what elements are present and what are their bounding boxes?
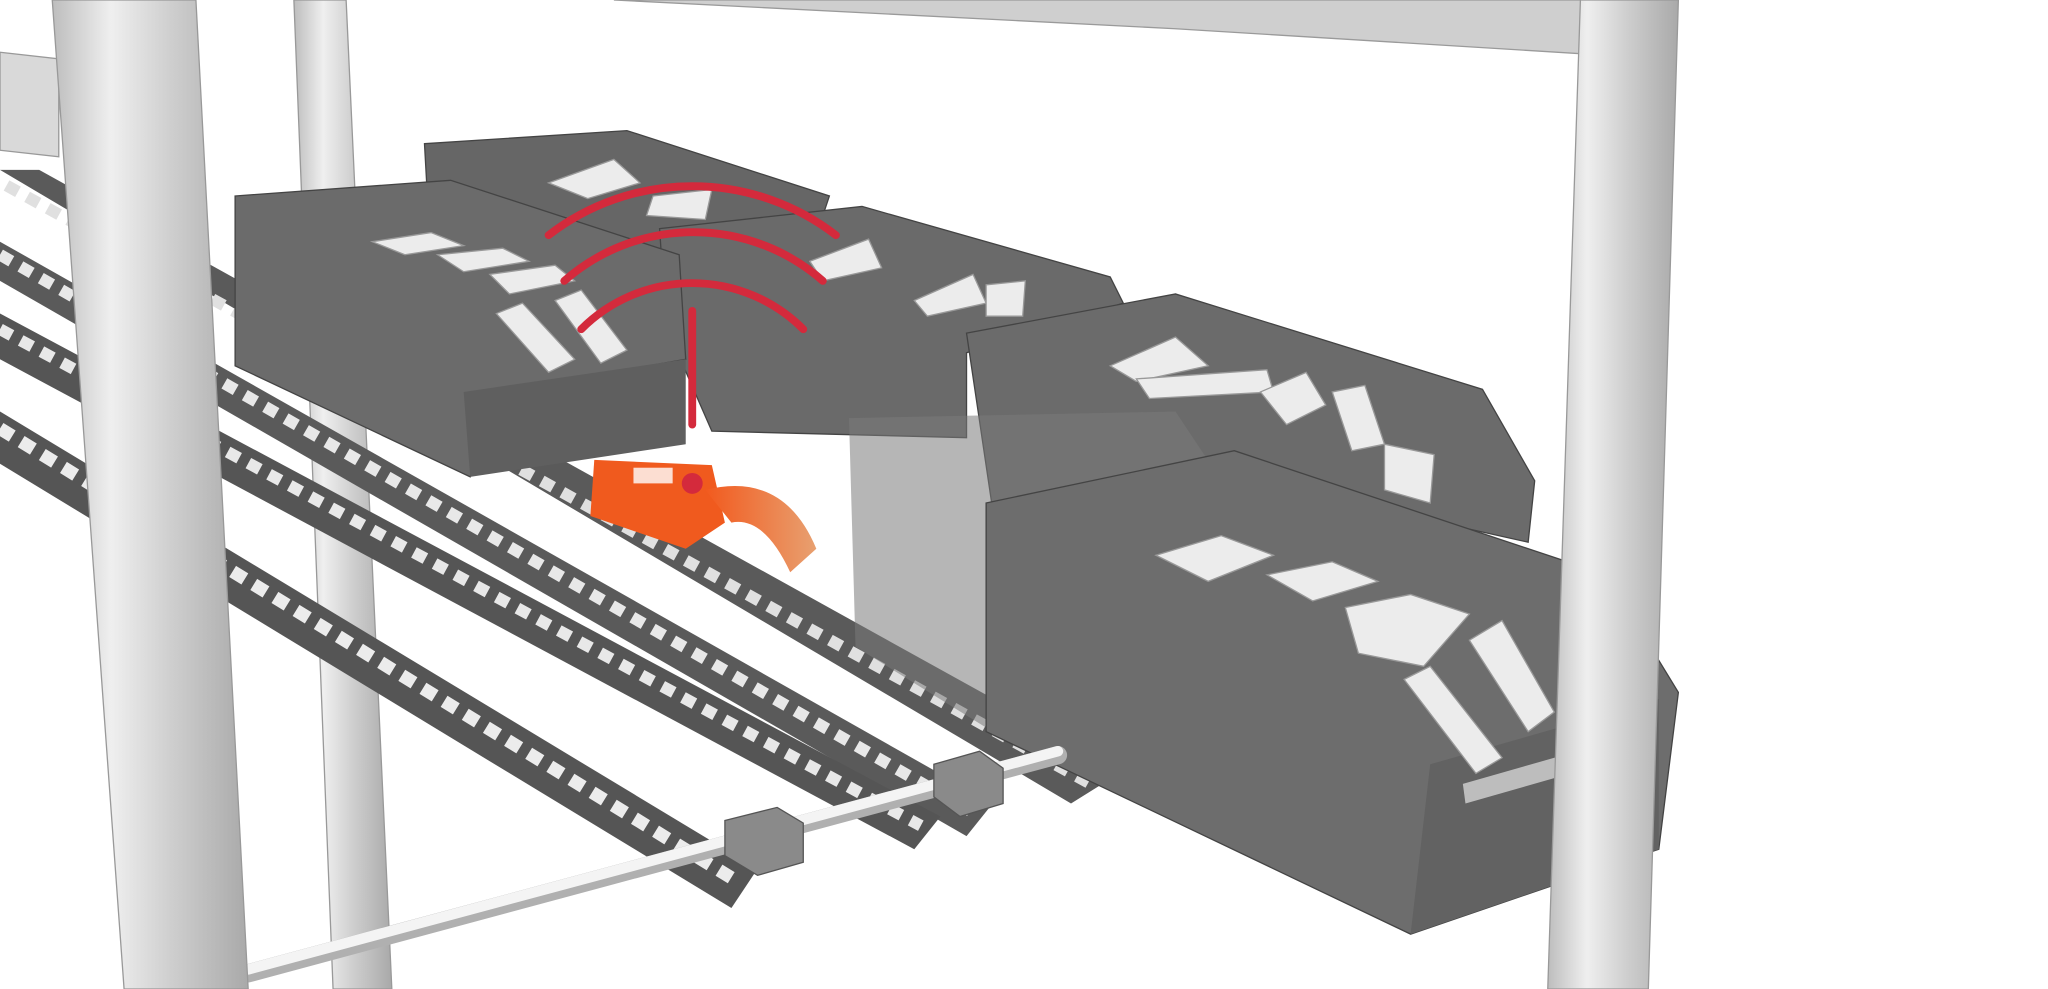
part xyxy=(435,247,532,273)
part xyxy=(1259,371,1327,426)
front-rod-highlight xyxy=(242,745,1064,975)
sensor-tag-icon xyxy=(590,459,817,573)
sensor-hook xyxy=(705,486,817,573)
bin-back-mid xyxy=(658,205,1125,439)
part xyxy=(495,302,576,374)
part xyxy=(1108,336,1210,383)
part xyxy=(1265,561,1380,602)
bin-left xyxy=(234,179,687,478)
front-left-post xyxy=(51,0,249,989)
sensor-led xyxy=(681,472,703,494)
part xyxy=(554,289,628,365)
rfid-signal-icon xyxy=(544,182,840,429)
signal-arc xyxy=(544,182,840,240)
part xyxy=(369,231,467,256)
part xyxy=(1403,665,1504,775)
rod-clamp xyxy=(724,806,804,877)
part xyxy=(1383,443,1435,504)
bin-front xyxy=(463,359,686,477)
left-top-beam xyxy=(0,51,60,158)
part xyxy=(488,264,577,295)
part xyxy=(645,188,713,221)
part xyxy=(985,280,1027,317)
part xyxy=(546,158,642,200)
top-beam xyxy=(613,0,1601,56)
signal-arc xyxy=(577,279,808,334)
right-post xyxy=(1547,0,1680,989)
sensor-label xyxy=(633,467,673,484)
part xyxy=(1154,534,1276,583)
signal-arc xyxy=(560,228,827,285)
rail-rollers xyxy=(0,422,742,888)
part xyxy=(1344,593,1471,668)
bin-front xyxy=(985,450,1680,935)
moving-bin-blur xyxy=(848,411,1215,732)
part xyxy=(1468,619,1556,733)
rod-clamp xyxy=(933,750,1004,818)
rail-rollers xyxy=(3,180,1094,790)
